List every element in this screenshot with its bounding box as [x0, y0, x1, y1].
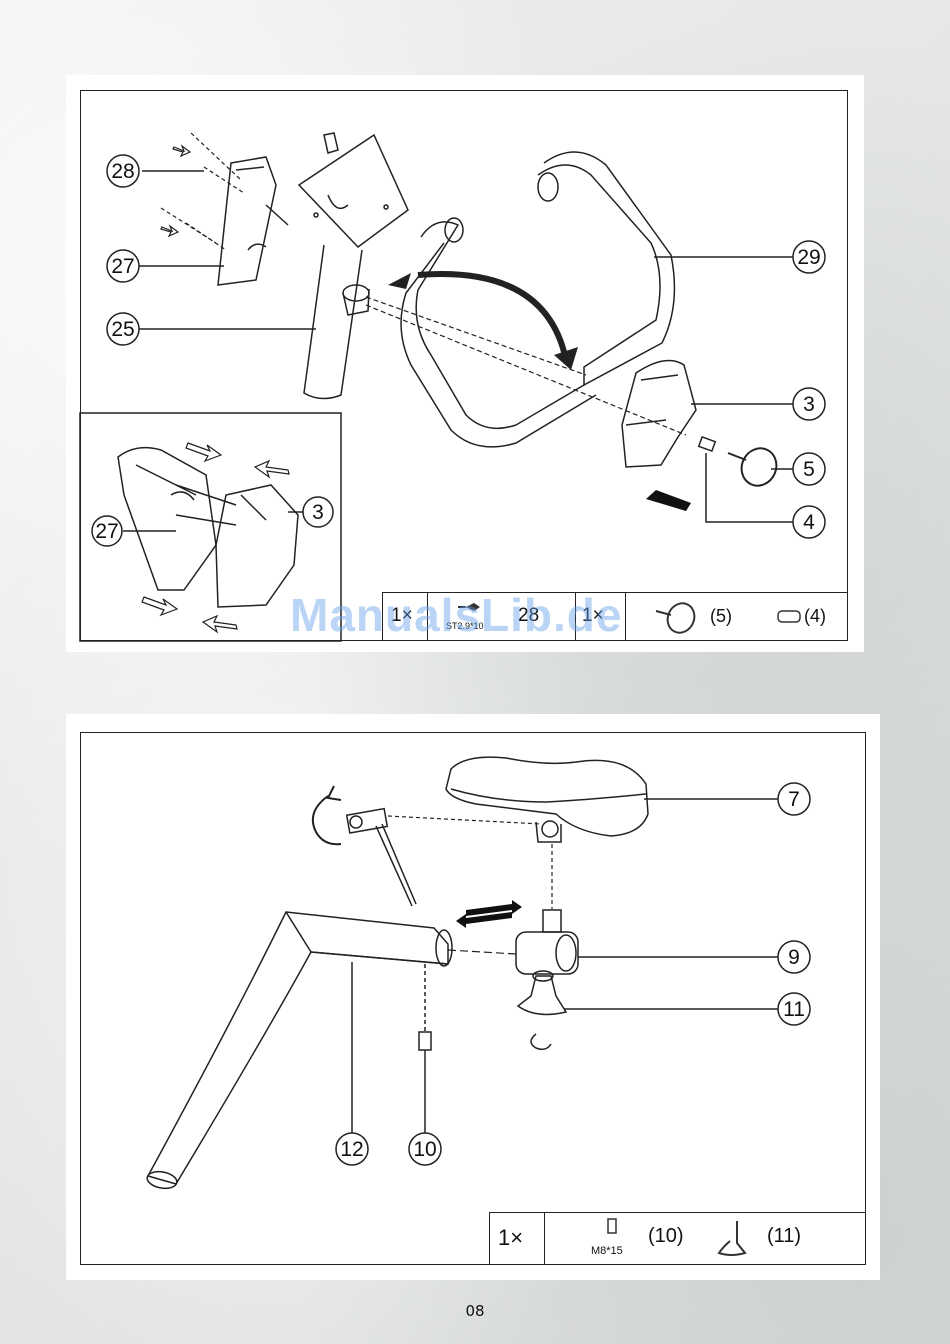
qty-cell: 1× [490, 1213, 545, 1264]
callout-11 [564, 993, 810, 1025]
callout-label-7: 7 [788, 788, 800, 811]
callout-label-10: 10 [413, 1138, 436, 1161]
callout-label-12: 12 [340, 1138, 363, 1161]
ring-ref-label: (5) [710, 606, 732, 627]
knob-ref-label: (11) [767, 1225, 801, 1248]
callout-9 [578, 941, 810, 973]
callout-label-4: 4 [803, 511, 815, 534]
bolt-ref-label: (10) [648, 1225, 684, 1248]
arrows-small [161, 146, 190, 236]
seat-7-drawing [446, 757, 648, 842]
handlebar-assembly-drawing: 28 27 25 29 3 5 4 [66, 75, 864, 652]
inset-callout-3 [288, 497, 333, 527]
spacer-4-drawing [699, 437, 716, 451]
inset-callout-label-27: 27 [95, 520, 118, 543]
callout-5 [771, 453, 825, 485]
slider-bar-12-drawing [146, 912, 452, 1190]
bolt-10-drawing [419, 964, 431, 1050]
ring-5-drawing [728, 443, 782, 492]
knob-icon [719, 1221, 745, 1255]
callout-label-25: 25 [111, 318, 134, 341]
adjust-arrow [456, 900, 522, 928]
seat-assembly-drawing: 7 9 11 12 10 [66, 714, 880, 1280]
bolt-spec-label: M8*15 [591, 1245, 623, 1257]
callout-label-28: 28 [111, 160, 134, 183]
callout-label-27: 27 [111, 255, 134, 278]
knob-11-drawing [518, 971, 566, 1049]
spacer-icon [778, 611, 800, 622]
bolt-knob-cell: M8*15 (10) (11) [545, 1213, 867, 1264]
callout-label-9: 9 [788, 946, 800, 969]
console-post-drawing [299, 133, 408, 399]
rotation-arrow [418, 274, 566, 360]
callout-25 [107, 313, 316, 345]
inset-callout-label-3: 3 [312, 501, 324, 524]
callout-7 [644, 783, 810, 815]
bolt-icon [545, 1213, 867, 1266]
clamp-9-drawing [516, 910, 578, 974]
watermark: ManualsLib.de [290, 588, 622, 642]
callout-label-11: 11 [783, 998, 805, 1021]
rotation-arrow-bottom [313, 786, 341, 844]
parts-table-bottom: 1× M8*15 (10) (11) [489, 1212, 866, 1265]
allen-key-drawing [347, 809, 416, 906]
callout-12 [336, 962, 368, 1165]
cover-27-drawing [218, 157, 288, 285]
callout-label-29: 29 [797, 246, 820, 269]
qty-label: 1× [498, 1225, 523, 1251]
ring-spacer-cell: (5) (4) [626, 593, 849, 640]
spacer-ref-label: (4) [804, 606, 826, 627]
callout-label-5: 5 [803, 458, 815, 481]
page-number: 08 [0, 1302, 950, 1320]
assembly-figure-bottom: 7 9 11 12 10 1× [66, 714, 880, 1280]
assembly-figure-top: 28 27 25 29 3 5 4 [66, 75, 864, 652]
callout-label-3: 3 [803, 393, 815, 416]
push-arrow [646, 490, 691, 511]
handlebar-29-drawing [401, 152, 674, 447]
